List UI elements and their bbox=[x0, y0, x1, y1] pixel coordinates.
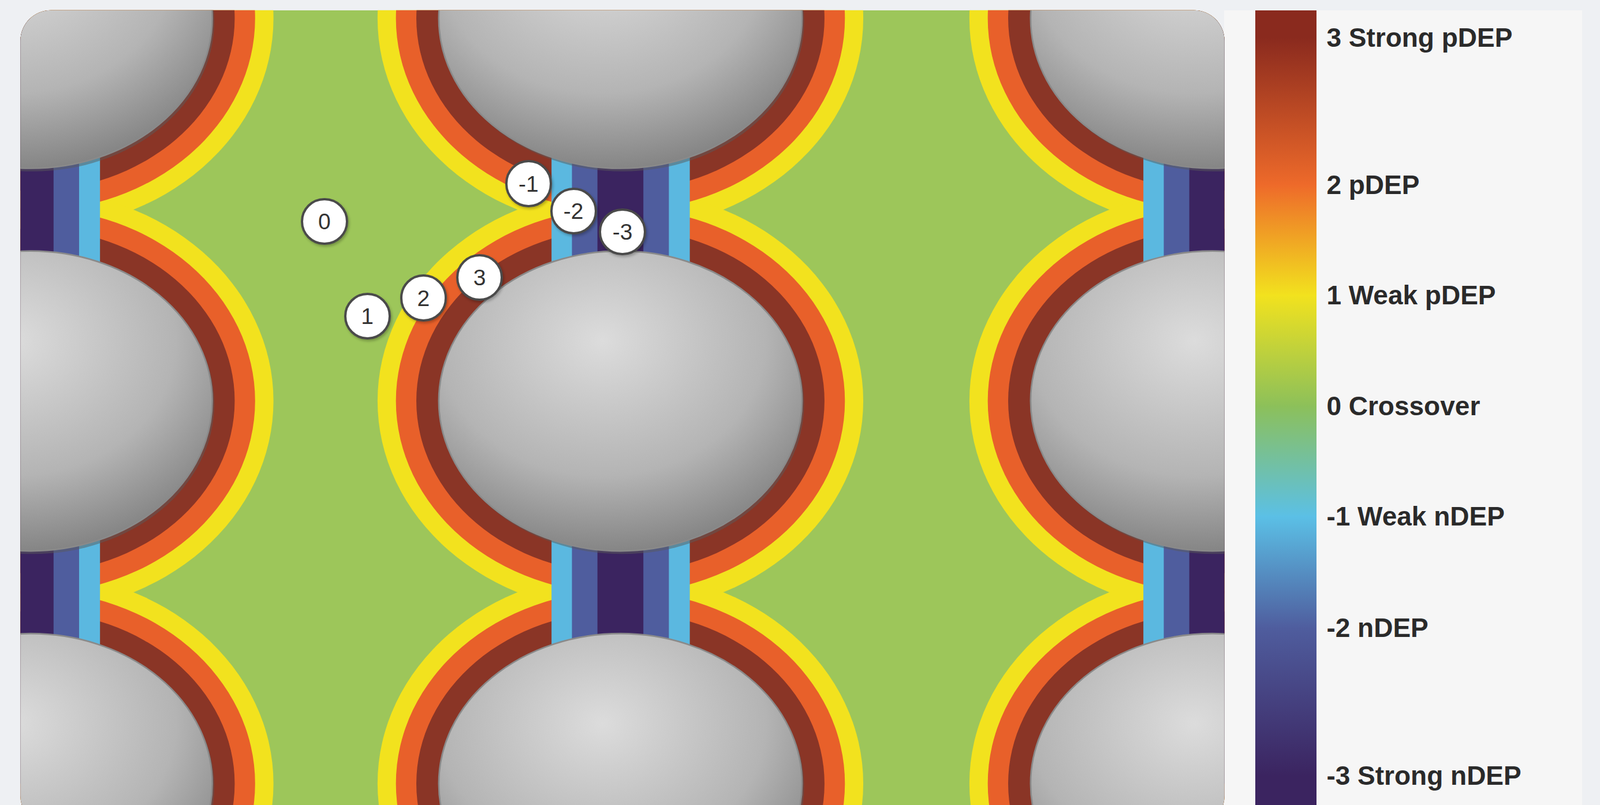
colorbar-swatch bbox=[1255, 405, 1317, 517]
strong-pdep-ring bbox=[1008, 610, 1225, 805]
insulating-post bbox=[20, 251, 212, 551]
insulating-post bbox=[438, 633, 803, 805]
callout-number: 0 bbox=[318, 210, 331, 233]
callout-number: -1 bbox=[518, 172, 539, 196]
callout-circle: 0 bbox=[300, 198, 348, 245]
callout-number: 1 bbox=[360, 304, 374, 328]
strong-pdep-ring bbox=[20, 228, 235, 574]
callout-circle: 2 bbox=[400, 274, 447, 322]
insulating-post bbox=[438, 10, 803, 169]
strong-pdep-ring bbox=[1008, 10, 1225, 192]
insulating-post bbox=[1030, 10, 1225, 169]
weak-pdep-ring bbox=[20, 189, 274, 613]
legend-label: -2 nDEP bbox=[1326, 614, 1428, 641]
callout-number: 3 bbox=[473, 266, 487, 289]
colorbar-swatch bbox=[1255, 37, 1317, 185]
colorbar-top bbox=[1255, 10, 1317, 39]
legend-label: -3 Strong nDEP bbox=[1326, 762, 1521, 789]
colorbar-swatch bbox=[1255, 295, 1317, 408]
insulating-post bbox=[1030, 251, 1225, 551]
callout-number: -3 bbox=[612, 220, 633, 244]
weak-pdep-ring bbox=[969, 189, 1225, 613]
legend-label: 3 Strong pDEP bbox=[1326, 24, 1513, 51]
colorbar-swatch bbox=[1255, 516, 1317, 629]
insulating-post bbox=[20, 10, 212, 169]
legend-label: 1 Weak pDEP bbox=[1326, 281, 1496, 309]
callout-circle: 1 bbox=[344, 292, 391, 340]
legend-label: -1 Weak nDEP bbox=[1326, 502, 1505, 530]
callout-circle: -1 bbox=[505, 159, 553, 207]
insulating-post bbox=[1030, 633, 1225, 805]
callout-number: -2 bbox=[563, 199, 584, 223]
insulating-post bbox=[20, 633, 212, 805]
strong-pdep-ring bbox=[1008, 228, 1225, 574]
pdep-ring bbox=[987, 207, 1225, 594]
callout-circle: 3 bbox=[456, 254, 503, 301]
strong-pdep-ring bbox=[20, 10, 235, 192]
insulating-post bbox=[438, 251, 803, 551]
weak-pdep-ring bbox=[377, 189, 864, 613]
callout-circle: -2 bbox=[550, 187, 598, 235]
colorbar-swatch bbox=[1255, 627, 1317, 777]
strong-pdep-ring bbox=[416, 610, 825, 805]
colorbar-swatch bbox=[1255, 184, 1317, 296]
strong-pdep-ring bbox=[416, 10, 825, 192]
pdep-ring bbox=[396, 207, 846, 594]
strong-pdep-ring bbox=[20, 610, 235, 805]
colorbar-swatch bbox=[1255, 775, 1317, 805]
callout-number: 2 bbox=[417, 286, 431, 310]
pdep-ring bbox=[20, 207, 255, 594]
legend-label: 0 Crossover bbox=[1326, 392, 1480, 420]
legend-label: 2 pDEP bbox=[1326, 171, 1420, 199]
strong-pdep-ring bbox=[416, 228, 825, 574]
callout-circle: -3 bbox=[598, 208, 646, 256]
post-array bbox=[20, 10, 1225, 805]
